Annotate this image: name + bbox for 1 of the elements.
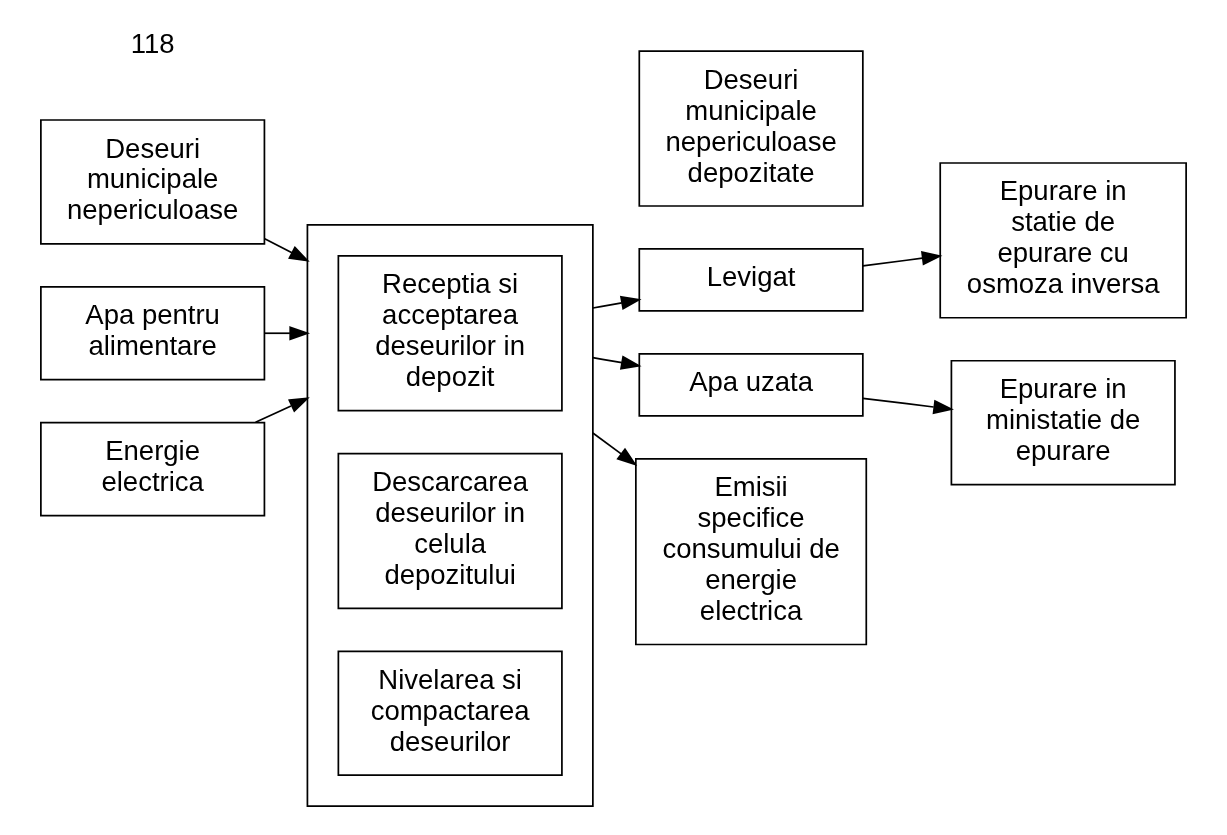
- label: 118: [130, 27, 175, 59]
